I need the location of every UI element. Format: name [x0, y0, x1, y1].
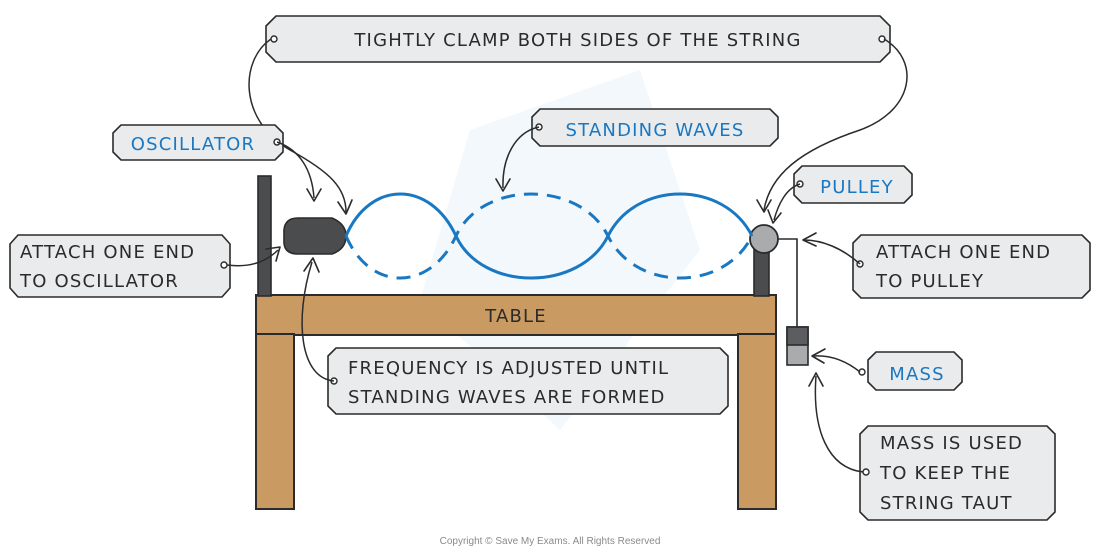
oscillator-assembly: [257, 175, 347, 297]
leader-standing-waves: [502, 126, 540, 189]
clamp-post-left: [257, 175, 272, 297]
arrowhead-attach-oscillator: [265, 246, 281, 262]
leader-clamp-left: [248, 38, 347, 213]
arrowhead-frequency: [303, 257, 320, 273]
arrowhead-standing-waves: [495, 178, 511, 192]
label-attach-pulley: ATTACH ONE END TO PULLEY: [852, 234, 1091, 299]
wave-dashed-curve: [344, 192, 754, 280]
label-mass: MASS: [858, 351, 963, 391]
arrowhead-oscillator: [306, 188, 322, 202]
svg-text:TO OSCILLATOR: TO OSCILLATOR: [19, 271, 179, 292]
svg-text:ATTACH ONE END: ATTACH ONE END: [20, 242, 195, 263]
leader-frequency: [301, 261, 335, 382]
copyright-text: Copyright © Save My Exams. All Rights Re…: [440, 536, 661, 547]
standing-waves: [344, 192, 754, 280]
arrowhead-mass: [811, 348, 826, 364]
mass-block-top: [786, 326, 809, 346]
arrowhead-attach-pulley: [802, 232, 817, 247]
svg-text:OSCILLATOR: OSCILLATOR: [131, 134, 256, 155]
arrowhead-mass-used: [808, 372, 824, 387]
wave-solid-curve: [344, 192, 754, 280]
table-top: [255, 294, 777, 336]
svg-text:TO KEEP THE: TO KEEP THE: [879, 463, 1011, 484]
oscillator: [283, 217, 347, 255]
label-frequency: FREQUENCY IS ADJUSTED UNTIL STANDING WAV…: [327, 347, 729, 415]
leader-mass: [813, 355, 861, 373]
pulley-assembly: [749, 224, 809, 366]
tag-hole-left: [270, 35, 278, 43]
string-over-pulley: [778, 238, 798, 327]
svg-text:PULLEY: PULLEY: [820, 177, 894, 198]
leader-oscillator: [276, 141, 315, 199]
svg-text:FREQUENCY IS ADJUSTED UNTIL: FREQUENCY IS ADJUSTED UNTIL: [348, 358, 669, 379]
svg-text:STANDING WAVES ARE FORMED: STANDING WAVES ARE FORMED: [348, 387, 666, 408]
label-standing-waves: STANDING WAVES: [531, 108, 779, 147]
watermark-logo: [420, 70, 700, 430]
table-leg-right: [737, 333, 777, 510]
leader-mass-used: [814, 375, 864, 473]
table: TABLE: [255, 294, 777, 510]
label-pulley: PULLEY: [793, 165, 913, 204]
arrowhead-pulley: [767, 209, 782, 224]
leader-clamp-right: [763, 38, 908, 211]
svg-text:ATTACH ONE END: ATTACH ONE END: [876, 242, 1051, 263]
svg-text:STANDING WAVES: STANDING WAVES: [566, 120, 745, 141]
label-clamp: TIGHTLY CLAMP BOTH SIDES OF THE STRING: [265, 15, 891, 63]
label-mass-used: MASS IS USED TO KEEP THE STRING TAUT: [859, 425, 1056, 521]
svg-text:TIGHTLY CLAMP BOTH SIDES OF TH: TIGHTLY CLAMP BOTH SIDES OF THE STRING: [353, 30, 801, 51]
leader-attach-oscillator: [226, 249, 279, 267]
table-label: TABLE: [484, 306, 547, 327]
leader-pulley: [773, 183, 801, 221]
pulley-wheel: [749, 224, 779, 254]
svg-text:MASS IS USED: MASS IS USED: [880, 433, 1023, 454]
arrowhead-clamp-right: [756, 199, 772, 213]
label-oscillator: OSCILLATOR: [112, 124, 284, 161]
label-attach-oscillator: ATTACH ONE END TO OSCILLATOR: [9, 234, 231, 298]
svg-text:MASS: MASS: [889, 364, 945, 385]
svg-text:STRING TAUT: STRING TAUT: [880, 493, 1013, 514]
table-leg-left: [255, 333, 295, 510]
arrowhead-clamp-left: [337, 199, 353, 215]
leader-attach-pulley: [803, 239, 861, 265]
svg-text:TO PULLEY: TO PULLEY: [875, 271, 984, 292]
